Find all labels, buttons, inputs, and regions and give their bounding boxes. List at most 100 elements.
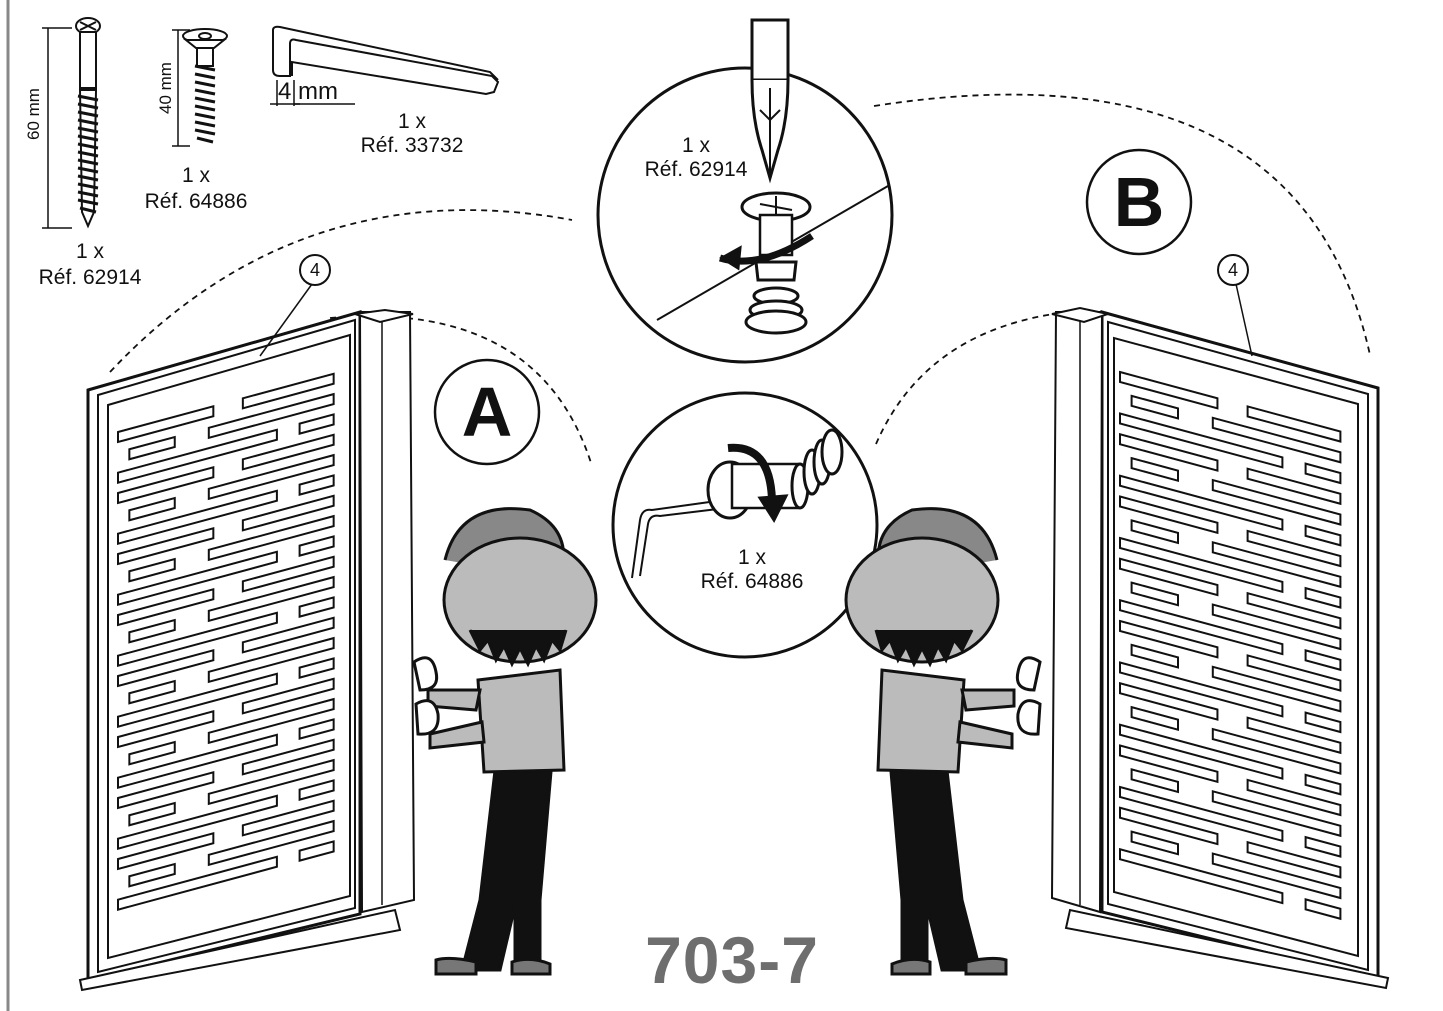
part-2-ref: Réf. 64886 xyxy=(144,190,248,213)
panel-slot xyxy=(207,758,335,806)
panel-slot xyxy=(1211,665,1342,713)
panel-slot xyxy=(1119,412,1284,469)
panel-slot xyxy=(298,657,335,679)
panel-slot xyxy=(298,718,335,740)
panel-slot xyxy=(128,862,176,888)
person-b xyxy=(844,507,1042,976)
allen-key-icon xyxy=(270,25,500,106)
panel-slot xyxy=(1119,806,1219,846)
panel-slot xyxy=(117,648,215,688)
panel-slot xyxy=(1304,586,1342,609)
panel-slot xyxy=(117,587,215,627)
panel-slot xyxy=(117,428,278,484)
panel-slot xyxy=(241,555,335,593)
panel-slot xyxy=(1304,462,1342,485)
panel-a-badge-circle xyxy=(433,358,541,466)
callout-a-number: 4 xyxy=(309,260,320,280)
panel-slot xyxy=(241,433,335,471)
panel-slot xyxy=(1304,711,1342,734)
panel-slot xyxy=(1211,541,1342,589)
panel-b-badge: B xyxy=(1113,163,1165,241)
screw-62914-icon xyxy=(42,17,101,229)
panel-slot xyxy=(241,372,335,410)
panel-slot xyxy=(1119,557,1219,597)
panel-b-badge-circle xyxy=(1085,148,1193,256)
callout-b-circle xyxy=(1217,254,1249,286)
panel-slot xyxy=(117,526,215,566)
screw-64886-icon xyxy=(172,28,228,147)
detail-bottom-ref: Réf. 64886 xyxy=(700,570,804,593)
panel-slot xyxy=(117,794,278,850)
dimension-40mm: 40 mm xyxy=(155,62,175,114)
panel-slot xyxy=(128,679,176,705)
panel-slot xyxy=(241,494,335,532)
panel-slot xyxy=(128,740,176,766)
panel-slot xyxy=(117,770,215,810)
panel-slot xyxy=(1304,835,1342,858)
panel-slot xyxy=(207,514,335,562)
detail-bottom-qty: 1 x xyxy=(737,546,766,569)
panel-slot xyxy=(128,618,176,644)
panel-slot xyxy=(298,535,335,557)
panel-slot xyxy=(1119,370,1219,410)
panel-slot xyxy=(1304,649,1342,672)
panel-slot xyxy=(1119,432,1219,472)
panel-slot xyxy=(1246,405,1342,443)
part-2-qty: 1 x xyxy=(181,164,210,187)
detail-top-screwdriver xyxy=(596,18,894,364)
panel-slot xyxy=(1130,456,1179,482)
panel-slot xyxy=(1304,773,1342,796)
panel-slot xyxy=(1246,840,1342,879)
detail-top-ref: Réf. 62914 xyxy=(644,158,748,181)
panel-slot xyxy=(1119,495,1219,535)
person-a xyxy=(412,507,598,976)
panel-slot xyxy=(1119,681,1219,721)
panel-slot xyxy=(1119,847,1284,905)
panel-slot xyxy=(1304,898,1342,921)
panel-slot xyxy=(298,779,335,801)
step-number: 703-7 xyxy=(645,923,819,997)
panel-slot xyxy=(1130,581,1179,607)
panel-slot xyxy=(1211,416,1342,464)
panel-slot xyxy=(207,697,335,745)
panel-slot xyxy=(207,636,335,684)
dimension-4mm: 4 mm xyxy=(278,78,338,105)
panel-slot xyxy=(1211,727,1342,775)
panel-slot xyxy=(117,550,278,606)
panel-slot xyxy=(1130,519,1179,545)
panel-slot xyxy=(207,392,335,440)
panel-slot xyxy=(1246,467,1342,506)
panel-slot xyxy=(1304,524,1342,547)
panel-slot xyxy=(241,738,335,776)
detail-bottom-allen xyxy=(611,391,879,659)
panel-slot xyxy=(117,489,278,545)
panel-slot xyxy=(1246,654,1342,692)
panel-slot xyxy=(1119,661,1284,718)
detail-top-qty: 1 x xyxy=(681,134,710,157)
panel-slot xyxy=(1246,778,1342,817)
part-3-ref: Réf. 33732 xyxy=(360,134,464,157)
panel-slot xyxy=(1119,723,1284,780)
panel-slot xyxy=(128,801,176,827)
panel-a-slots xyxy=(117,372,335,911)
panel-slot xyxy=(1119,744,1219,784)
panel-slot xyxy=(128,435,176,461)
panel-slot xyxy=(207,575,335,623)
panel-slot xyxy=(1211,852,1342,900)
panel-slot xyxy=(1211,478,1342,526)
panel-slot xyxy=(117,855,278,911)
panel-slot xyxy=(298,840,335,862)
dimension-60mm: 60 mm xyxy=(23,88,43,140)
panel-slot xyxy=(1246,591,1342,630)
panel-slot xyxy=(117,709,215,749)
panel-slot xyxy=(1119,536,1284,594)
panel-slot xyxy=(117,672,278,728)
panel-slot xyxy=(298,474,335,496)
panel-a-badge: A xyxy=(461,373,513,451)
callout-b-number: 4 xyxy=(1227,260,1238,280)
panel-slot xyxy=(117,733,278,789)
panel-slot xyxy=(117,831,215,871)
panel-slot xyxy=(241,677,335,715)
callout-a-circle xyxy=(299,254,331,286)
